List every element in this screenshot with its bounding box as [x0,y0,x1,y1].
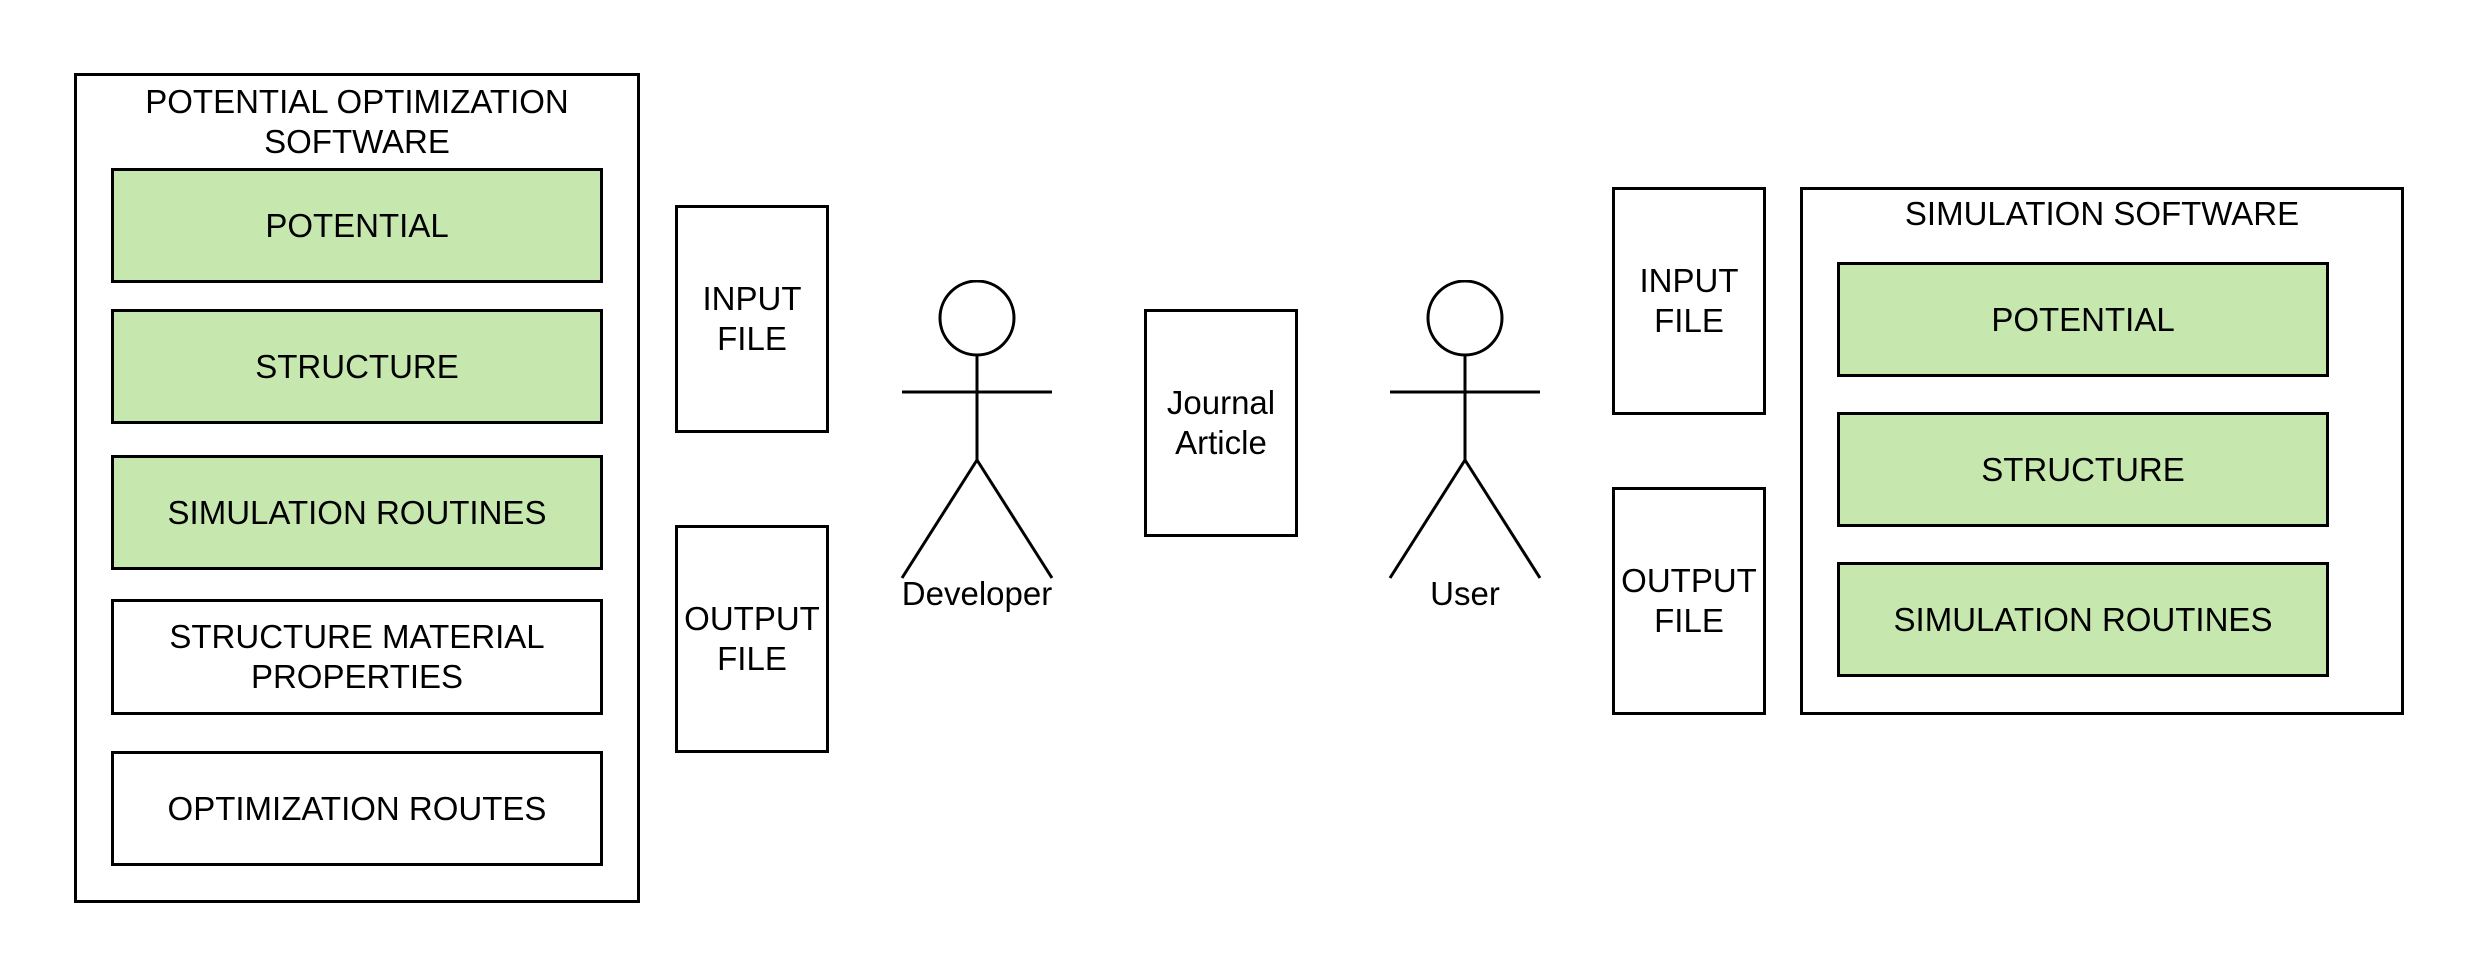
user-output-file: OUTPUT FILE [1612,487,1766,715]
user-label: User [1430,575,1500,612]
developer-input-file: INPUT FILE [675,205,829,433]
sim-potential-box: POTENTIAL [1837,262,2329,377]
opt-simulation-routines-box: SIMULATION ROUTINES [111,455,603,570]
sim-structure-box: STRUCTURE [1837,412,2329,527]
opt-optimization-routes-box: OPTIMIZATION ROUTES [111,751,603,866]
opt-structure-box: STRUCTURE [111,309,603,424]
simulation-software-title: SIMULATION SOFTWARE [1904,195,2300,232]
developer-output-file: OUTPUT FILE [675,525,829,753]
journal-article-box: Journal Article [1144,309,1298,537]
optimization-software-title: POTENTIAL OPTIMIZATION SOFTWARE [145,83,569,160]
opt-potential-box: POTENTIAL [111,168,603,283]
sim-simulation-routines-box: SIMULATION ROUTINES [1837,562,2329,677]
developer-actor: Developer [900,280,1054,620]
user-input-file: INPUT FILE [1612,187,1766,415]
stick-figure-icon [1388,280,1542,579]
user-actor: User [1388,280,1542,620]
stick-figure-icon [900,280,1054,579]
developer-label: Developer [901,575,1053,612]
opt-structure-material-properties-box: STRUCTURE MATERIAL PROPERTIES [111,599,603,715]
